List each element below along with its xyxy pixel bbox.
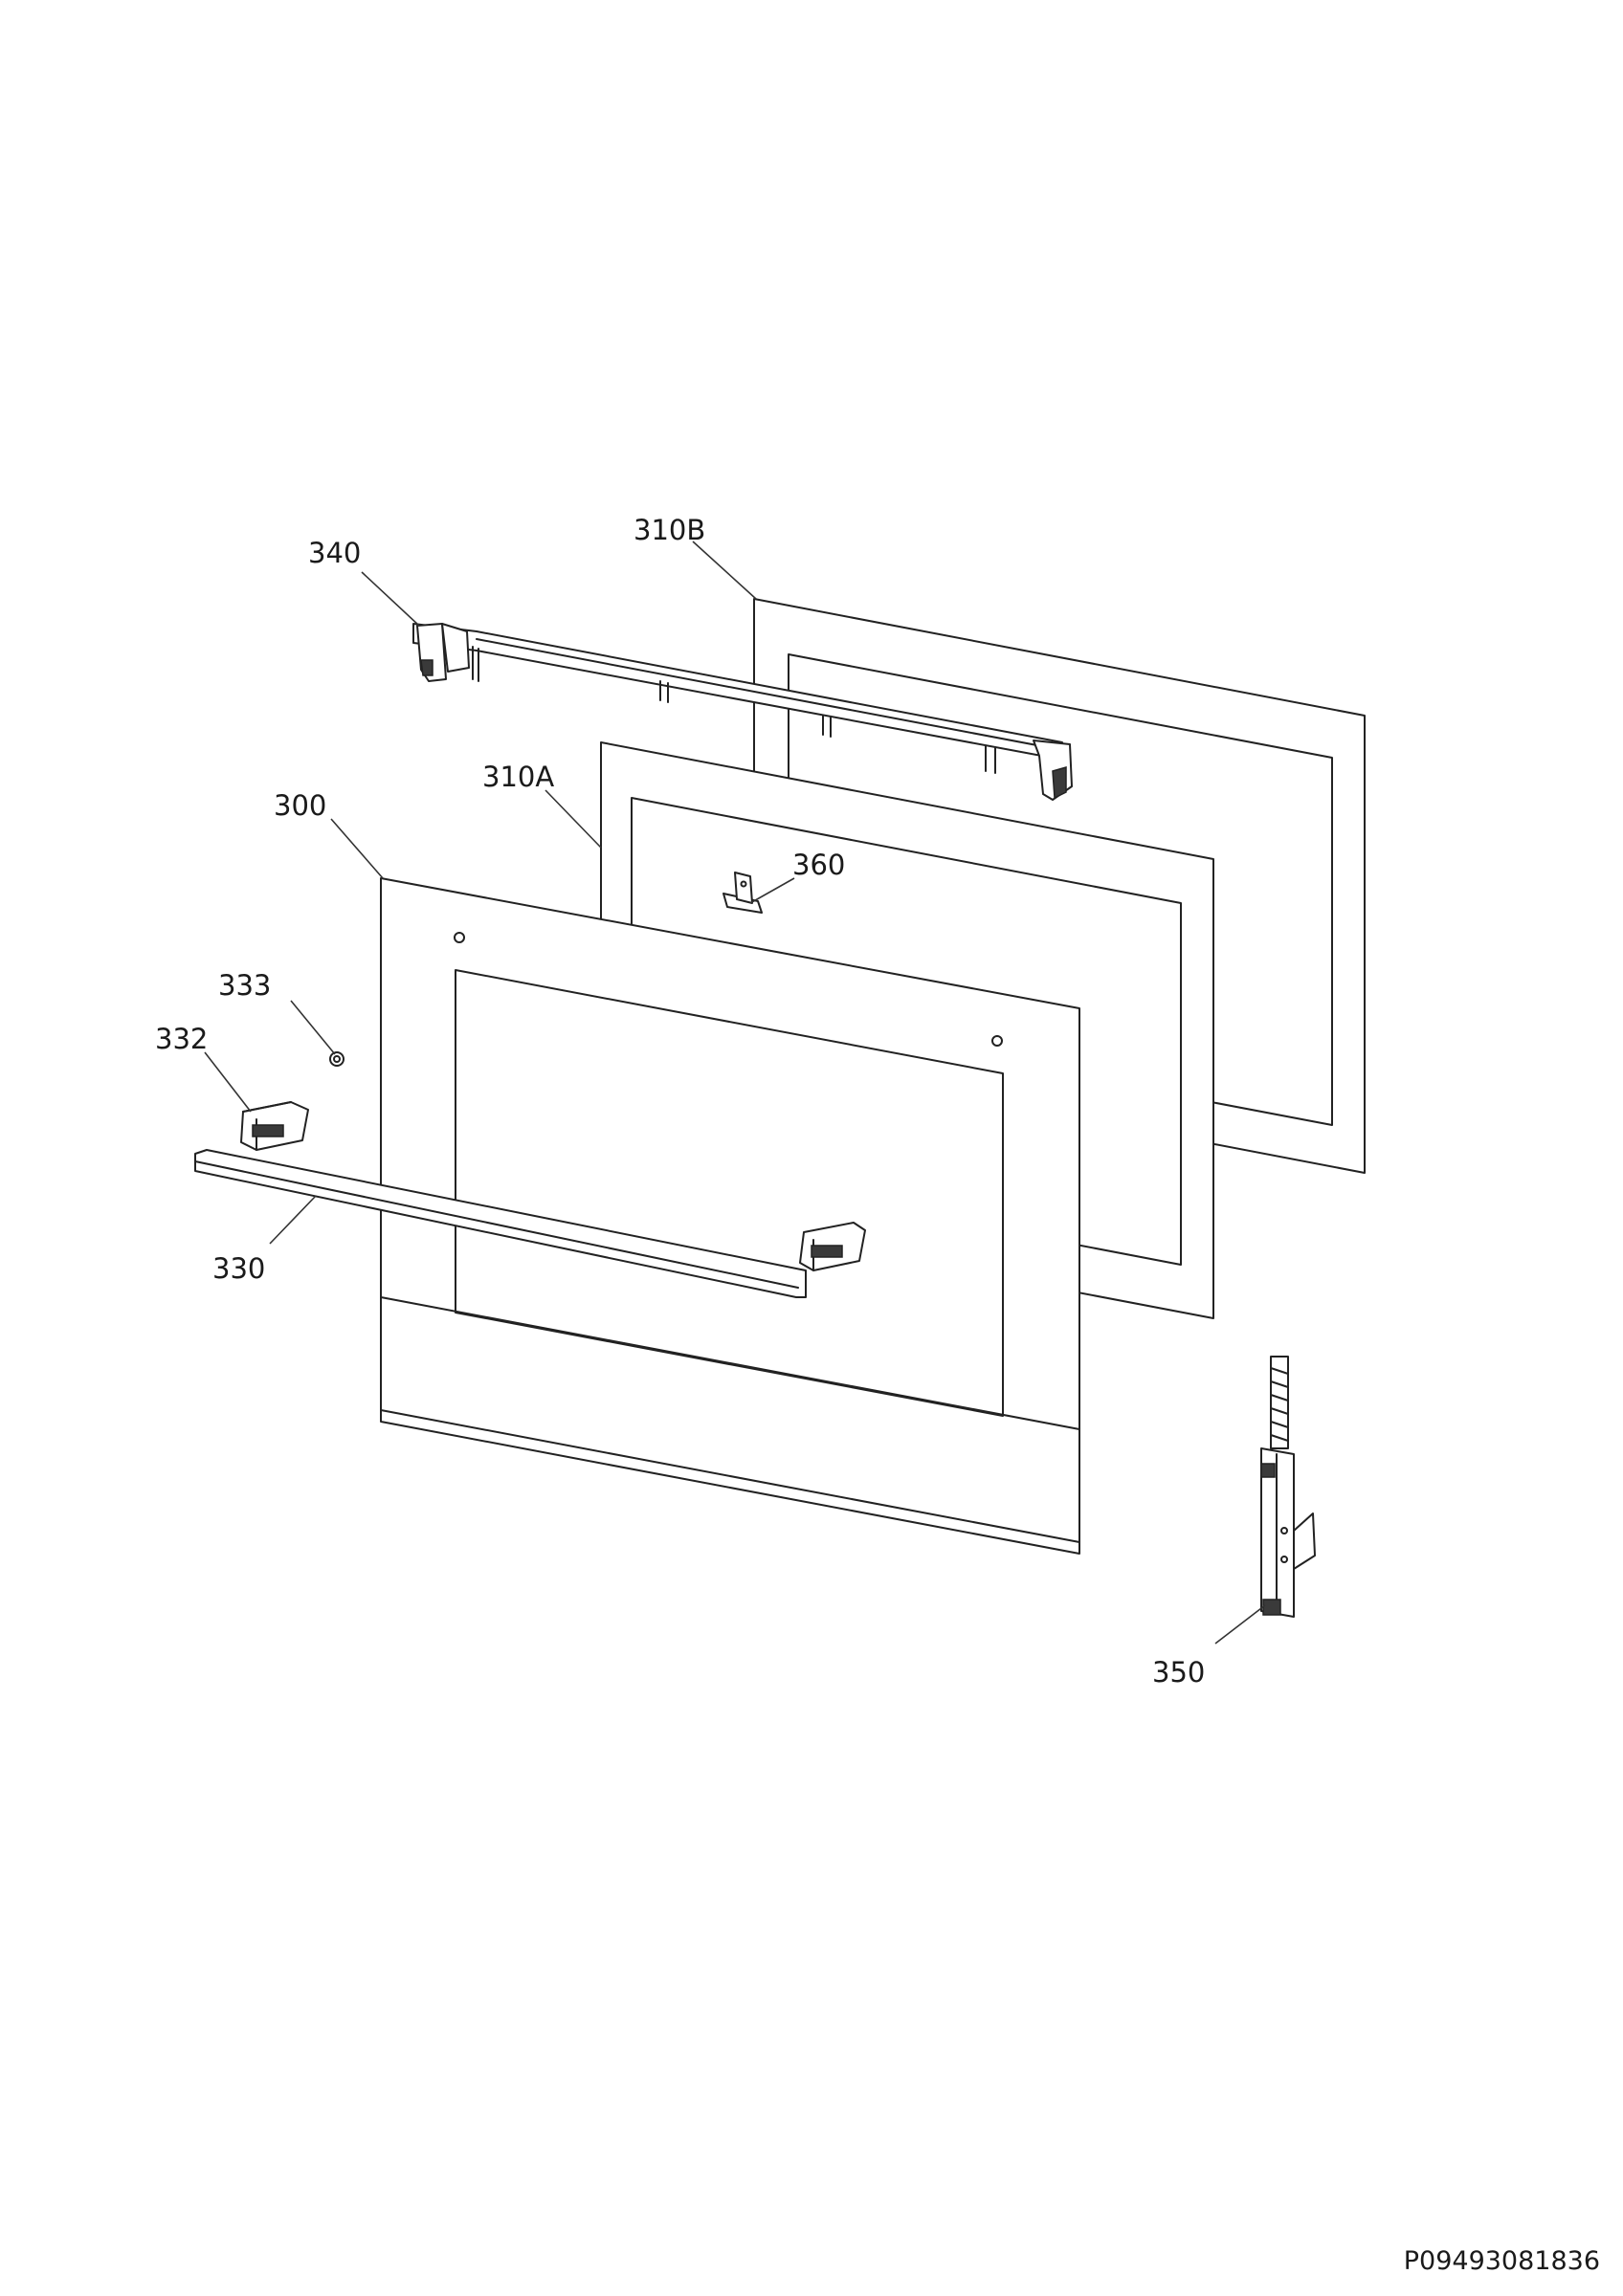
- leader-350: [1214, 1604, 1266, 1645]
- callout-350: 350: [1152, 1656, 1205, 1689]
- outer-door-panel-300: [380, 877, 1080, 1555]
- leader-360: [749, 877, 795, 904]
- document-code: P09493081836: [1404, 2246, 1600, 2276]
- callout-340: 340: [308, 537, 361, 569]
- callout-300: 300: [274, 789, 326, 822]
- leader-333: [290, 1000, 336, 1055]
- door-handle-330: [194, 1149, 807, 1298]
- leader-330: [269, 1195, 317, 1245]
- callout-360: 360: [792, 849, 845, 881]
- leader-lines: [204, 541, 1266, 1645]
- callout-332: 332: [155, 1023, 208, 1055]
- leader-300: [330, 818, 384, 879]
- leader-340: [361, 571, 420, 627]
- glass-clip-360: [723, 872, 763, 914]
- leader-310B: [692, 541, 757, 600]
- screw-333: [329, 1051, 345, 1067]
- handle-end-cap-332-right: [799, 1222, 866, 1271]
- door-hinge-350: [1260, 1356, 1316, 1618]
- door-top-trim-340: [412, 623, 1073, 801]
- leader-310A: [545, 789, 602, 849]
- leader-332: [204, 1051, 252, 1113]
- callout-333: 333: [218, 969, 271, 1002]
- callout-330: 330: [212, 1252, 265, 1285]
- callout-310B: 310B: [634, 514, 705, 546]
- callout-310A: 310A: [482, 761, 554, 793]
- handle-end-cap-332-left: [240, 1101, 309, 1151]
